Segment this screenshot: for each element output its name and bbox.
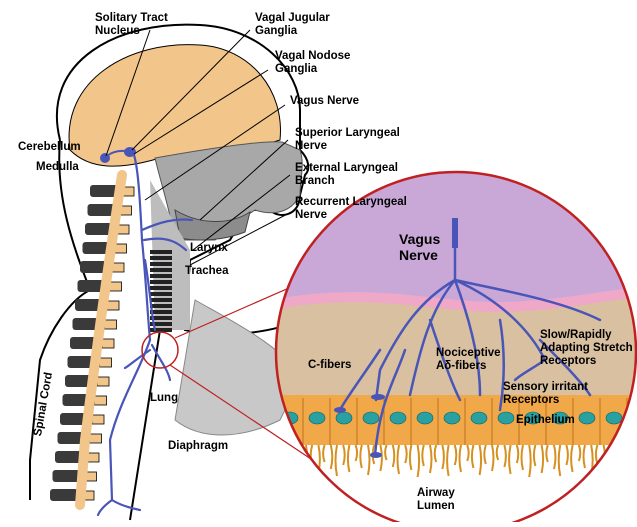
vertebral-body bbox=[92, 415, 104, 424]
trachea-ring bbox=[150, 274, 172, 278]
cell-nucleus bbox=[417, 412, 433, 424]
vertebral-body bbox=[97, 377, 109, 386]
label-airway: Airway Lumen bbox=[417, 487, 455, 513]
cell-nucleus bbox=[579, 412, 595, 424]
label-trachea: Trachea bbox=[185, 265, 228, 278]
label-c-fibers: C-fibers bbox=[308, 359, 351, 372]
cilium bbox=[616, 445, 618, 467]
label-inset-vagus: Vagus Nerve bbox=[399, 231, 440, 263]
vertebral-body bbox=[102, 339, 114, 348]
vertebral-body bbox=[110, 282, 122, 291]
label-epithelium: Epithelium bbox=[516, 414, 575, 427]
vertebral-body bbox=[107, 301, 119, 310]
trachea-ring bbox=[150, 310, 172, 314]
vertebral-body bbox=[112, 263, 124, 272]
cell-nucleus bbox=[471, 412, 487, 424]
cilium bbox=[633, 445, 635, 470]
trachea-ring bbox=[150, 286, 172, 290]
trachea-ring bbox=[150, 292, 172, 296]
label-solitary-tract: Solitary Tract Nucleus bbox=[95, 12, 168, 38]
cell-nucleus bbox=[498, 412, 514, 424]
trachea-ring bbox=[150, 304, 172, 308]
label-recurrent-laryngeal: Recurrent Laryngeal Nerve bbox=[295, 196, 407, 222]
label-irritant: Sensory irritant Receptors bbox=[503, 381, 588, 407]
label-diaphragm: Diaphragm bbox=[168, 440, 228, 453]
cilium bbox=[281, 445, 283, 467]
vertebral-body bbox=[105, 320, 117, 329]
cilium bbox=[628, 445, 630, 463]
trachea-ring bbox=[150, 268, 172, 272]
cell-nucleus bbox=[309, 412, 325, 424]
cilium bbox=[621, 445, 623, 474]
cell-nucleus bbox=[444, 412, 460, 424]
vertebral-body bbox=[90, 434, 102, 443]
vertebral-body bbox=[95, 396, 107, 405]
label-vagus: Vagus Nerve bbox=[290, 95, 359, 108]
cilium bbox=[298, 445, 300, 470]
cilium bbox=[274, 445, 276, 460]
label-nodose: Vagal Nodose Ganglia bbox=[275, 50, 350, 76]
trachea-ring bbox=[150, 298, 172, 302]
spine bbox=[50, 185, 134, 501]
cilium bbox=[286, 445, 288, 474]
trachea-ring bbox=[150, 280, 172, 284]
vertebra bbox=[50, 489, 78, 501]
cell-nucleus bbox=[363, 412, 379, 424]
label-cerebellum: Cerebellum bbox=[18, 141, 81, 154]
label-superior-laryngeal: Superior Laryngeal Nerve bbox=[295, 127, 400, 153]
label-lung: Lung bbox=[150, 392, 178, 405]
label-medulla: Medulla bbox=[36, 161, 79, 174]
label-nociceptive: Nociceptive Aδ-fibers bbox=[436, 347, 501, 373]
cell-nucleus bbox=[336, 412, 352, 424]
cell-nucleus bbox=[390, 412, 406, 424]
label-larynx: Larynx bbox=[190, 242, 228, 255]
vertebra bbox=[90, 185, 118, 197]
vertebra bbox=[53, 470, 81, 482]
trachea-ring bbox=[150, 256, 172, 260]
cell-nucleus bbox=[606, 412, 622, 424]
label-jugular: Vagal Jugular Ganglia bbox=[255, 12, 330, 38]
trachea-ring bbox=[150, 250, 172, 254]
vertebral-body bbox=[100, 358, 112, 367]
label-stretch: Slow/Rapidly Adapting Stretch Receptors bbox=[540, 329, 633, 368]
trachea-ring bbox=[150, 262, 172, 266]
cilium bbox=[604, 445, 606, 471]
label-external-laryngeal: External Laryngeal Branch bbox=[295, 162, 398, 188]
